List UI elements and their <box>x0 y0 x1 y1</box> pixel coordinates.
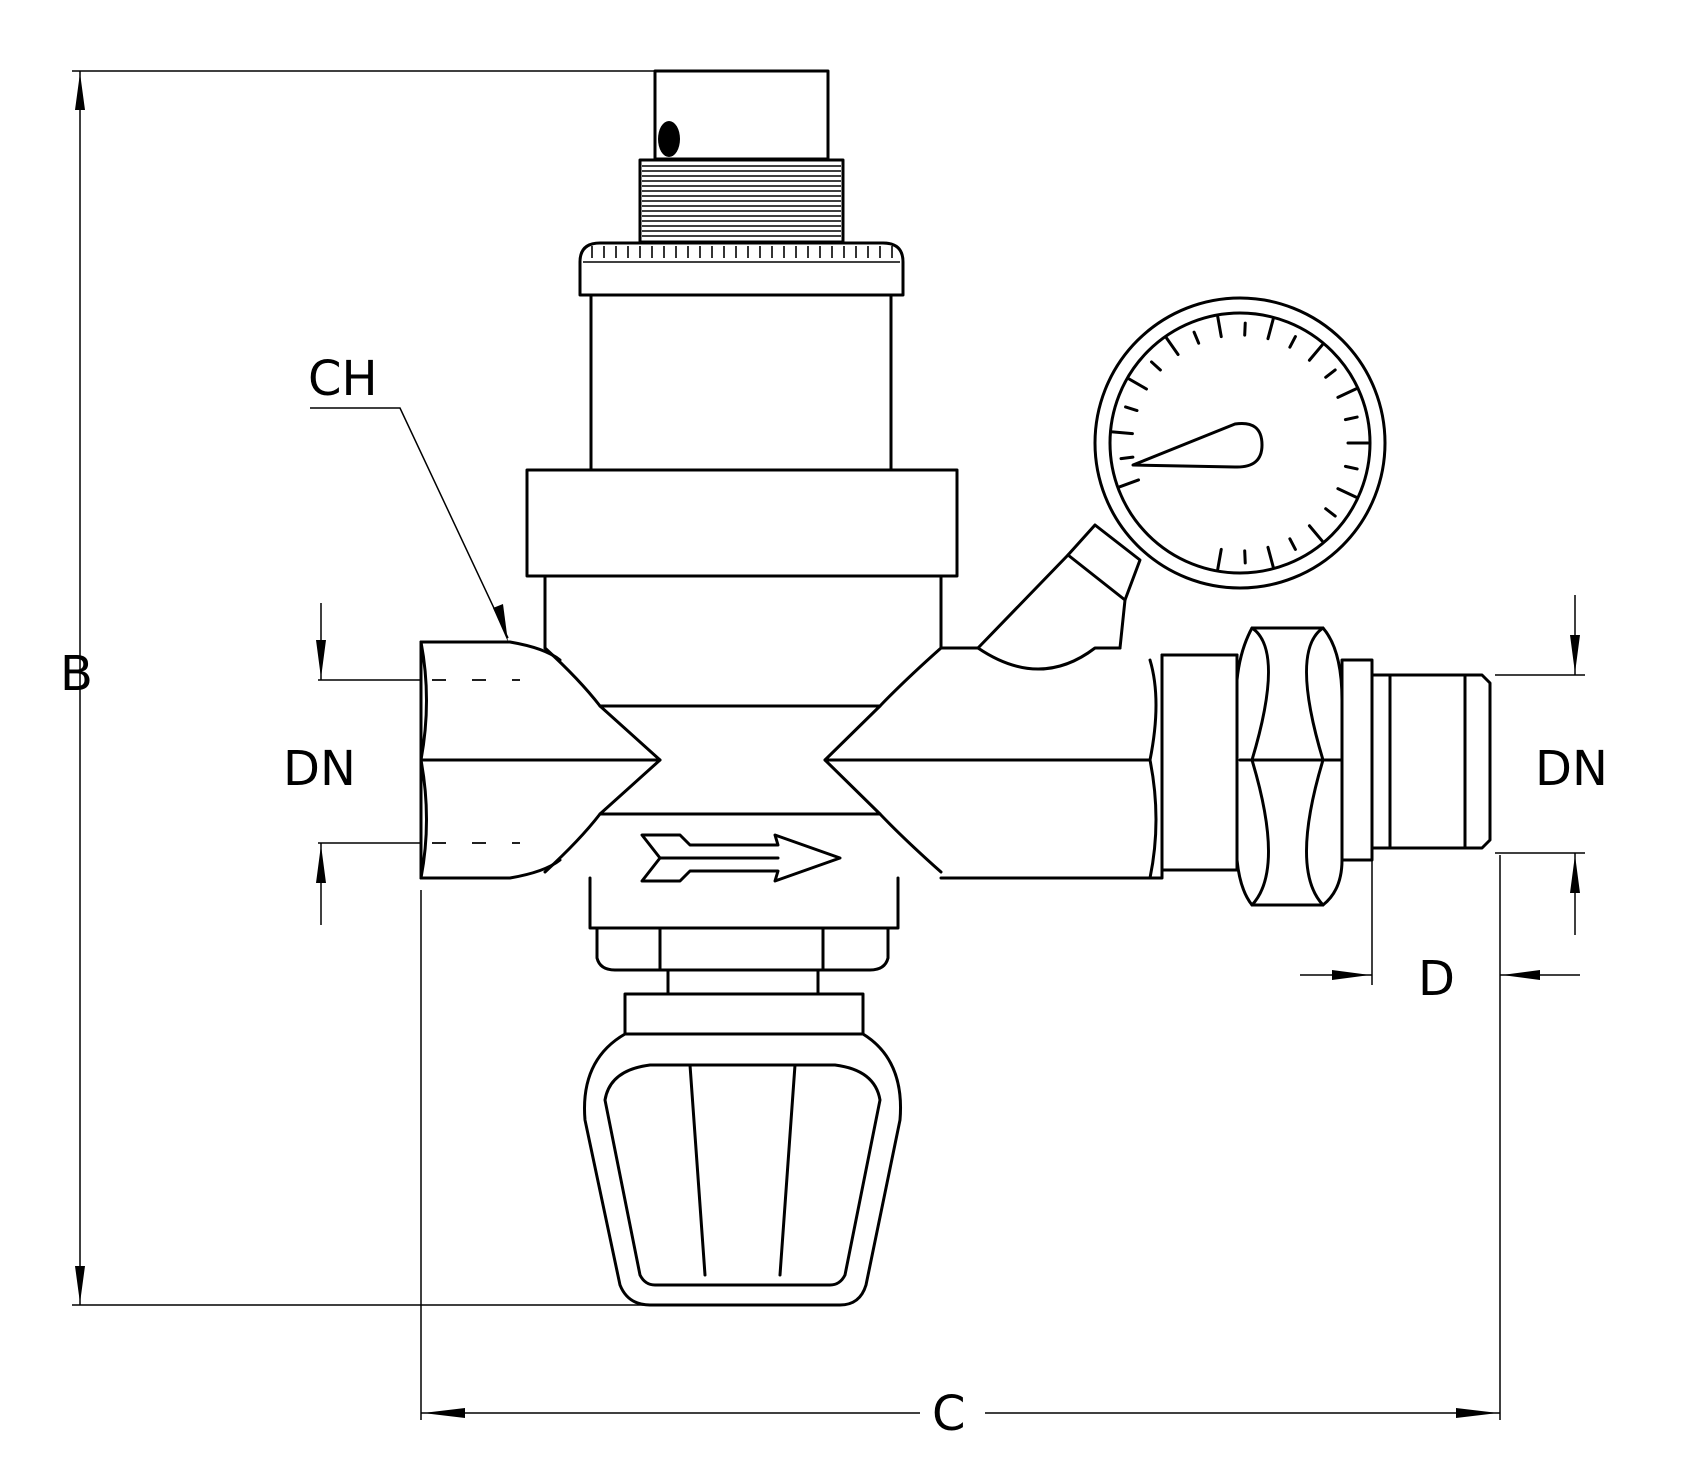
bonnet <box>525 293 959 650</box>
drain-knob <box>583 926 903 1307</box>
valve-body <box>419 640 1164 930</box>
pressure-gauge <box>976 296 1387 650</box>
label-c: C <box>932 1386 966 1442</box>
union-outlet <box>1160 626 1492 907</box>
label-ch: CH <box>308 351 378 407</box>
flow-arrow <box>640 833 842 883</box>
label-dn-right: DN <box>1535 741 1608 797</box>
gauge-needle <box>1131 421 1264 469</box>
label-d: D <box>1418 951 1455 1007</box>
top-cap <box>638 69 845 244</box>
knurled-nut <box>578 241 905 297</box>
label-dn-left: DN <box>283 741 356 797</box>
label-b: B <box>60 646 93 702</box>
dimension-lines <box>72 70 1585 1420</box>
